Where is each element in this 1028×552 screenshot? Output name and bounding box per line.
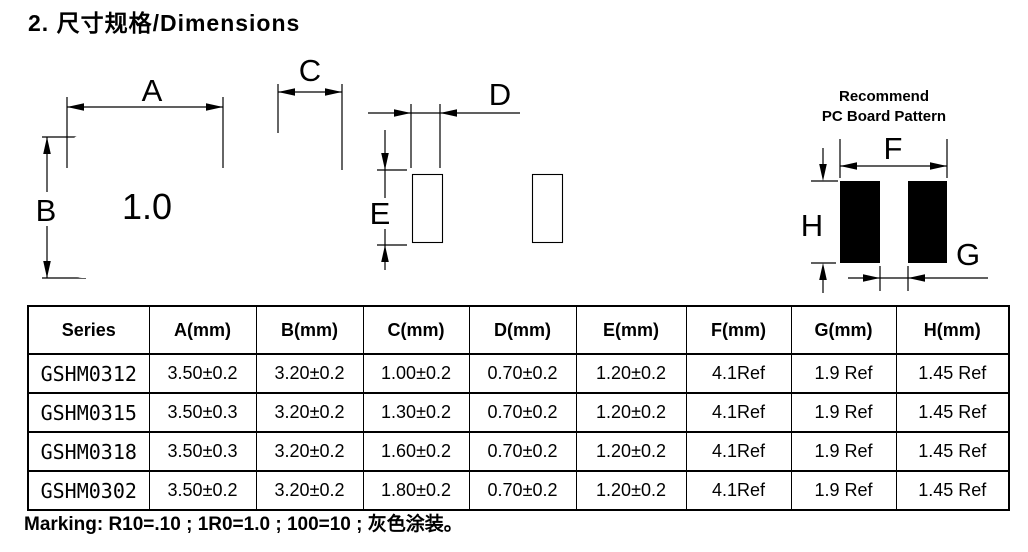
series-cell: GSHM0312 <box>27 353 150 394</box>
table-cell: 1.45 Ref <box>895 392 1010 433</box>
table-cell: 1.9 Ref <box>790 392 897 433</box>
table-cell: 3.50±0.2 <box>148 353 257 394</box>
marking-note: Marking: R10=.10 ; 1R0=1.0 ; 100=10 ; 灰色… <box>24 514 463 535</box>
table-cell: 1.20±0.2 <box>575 470 687 511</box>
top-view-drawing: A B 1.0 <box>36 73 224 279</box>
table-cell: 1.9 Ref <box>790 431 897 472</box>
column-header-e: E(mm) <box>575 305 687 355</box>
table-cell: 3.20±0.2 <box>255 470 364 511</box>
table-cell: 4.1Ref <box>685 353 792 394</box>
column-header-h: H(mm) <box>895 305 1010 355</box>
column-header-f: F(mm) <box>685 305 792 355</box>
table-row: GSHM0302 3.50±0.2 3.20±0.2 1.80±0.2 0.70… <box>27 470 1010 511</box>
column-header-b: B(mm) <box>255 305 364 355</box>
part-marking-text: 1.0 <box>122 186 172 227</box>
table-cell: 3.20±0.2 <box>255 431 364 472</box>
table-cell: 1.45 Ref <box>895 470 1010 511</box>
bottom-view-drawing: D E <box>368 77 566 278</box>
table-cell: 1.45 Ref <box>895 353 1010 394</box>
dim-label-e: E <box>370 196 391 231</box>
series-cell: GSHM0302 <box>27 470 150 511</box>
table-cell: 1.30±0.2 <box>362 392 470 433</box>
dim-label-b: B <box>36 193 57 228</box>
table-cell: 1.20±0.2 <box>575 392 687 433</box>
table-header-row: Series A(mm) B(mm) C(mm) D(mm) E(mm) F(m… <box>27 305 1010 355</box>
pcb-pattern-title-line1: Recommend <box>839 88 929 105</box>
series-cell: GSHM0315 <box>27 392 150 433</box>
table-cell: 1.80±0.2 <box>362 470 470 511</box>
dimensions-table: Series A(mm) B(mm) C(mm) D(mm) E(mm) F(m… <box>27 305 1010 511</box>
table-cell: 4.1Ref <box>685 470 792 511</box>
column-header-d: D(mm) <box>468 305 577 355</box>
table-cell: 3.20±0.2 <box>255 353 364 394</box>
side-view-drawing: C <box>277 53 343 275</box>
dim-label-g: G <box>956 237 980 272</box>
table-row: GSHM0312 3.50±0.2 3.20±0.2 1.00±0.2 0.70… <box>27 353 1010 394</box>
table-cell: 4.1Ref <box>685 392 792 433</box>
table-cell: 1.20±0.2 <box>575 431 687 472</box>
column-header-a: A(mm) <box>148 305 257 355</box>
table-cell: 1.00±0.2 <box>362 353 470 394</box>
table-cell: 3.20±0.2 <box>255 392 364 433</box>
page-title: 2. 尺寸规格/Dimensions <box>28 10 301 36</box>
table-cell: 1.60±0.2 <box>362 431 470 472</box>
table-cell: 0.70±0.2 <box>468 470 577 511</box>
column-header-series: Series <box>27 305 150 355</box>
pcb-pattern-drawing: Recommend PC Board Pattern F H G <box>801 88 988 293</box>
table-row: GSHM0315 3.50±0.3 3.20±0.2 1.30±0.2 0.70… <box>27 392 1010 433</box>
table-cell: 1.9 Ref <box>790 353 897 394</box>
dim-label-f: F <box>884 131 903 166</box>
series-cell: GSHM0318 <box>27 431 150 472</box>
table-cell: 1.20±0.2 <box>575 353 687 394</box>
table-cell: 0.70±0.2 <box>468 353 577 394</box>
table-cell: 4.1Ref <box>685 431 792 472</box>
column-header-g: G(mm) <box>790 305 897 355</box>
dim-label-h: H <box>801 208 823 243</box>
pcb-pad-right <box>908 181 947 263</box>
dim-label-d: D <box>489 77 511 112</box>
column-header-c: C(mm) <box>362 305 470 355</box>
table-cell: 3.50±0.3 <box>148 392 257 433</box>
table-cell: 0.70±0.2 <box>468 392 577 433</box>
dim-label-a: A <box>142 73 163 108</box>
table-cell: 1.45 Ref <box>895 431 1010 472</box>
table-cell: 0.70±0.2 <box>468 431 577 472</box>
table-row: GSHM0318 3.50±0.3 3.20±0.2 1.60±0.2 0.70… <box>27 431 1010 472</box>
dim-label-c: C <box>299 53 321 88</box>
pcb-pattern-title-line2: PC Board Pattern <box>822 108 946 125</box>
table-cell: 3.50±0.3 <box>148 431 257 472</box>
table-cell: 3.50±0.2 <box>148 470 257 511</box>
dimension-drawings: A B 1.0 C <box>36 53 988 293</box>
pcb-pad-left <box>840 181 880 263</box>
table-cell: 1.9 Ref <box>790 470 897 511</box>
